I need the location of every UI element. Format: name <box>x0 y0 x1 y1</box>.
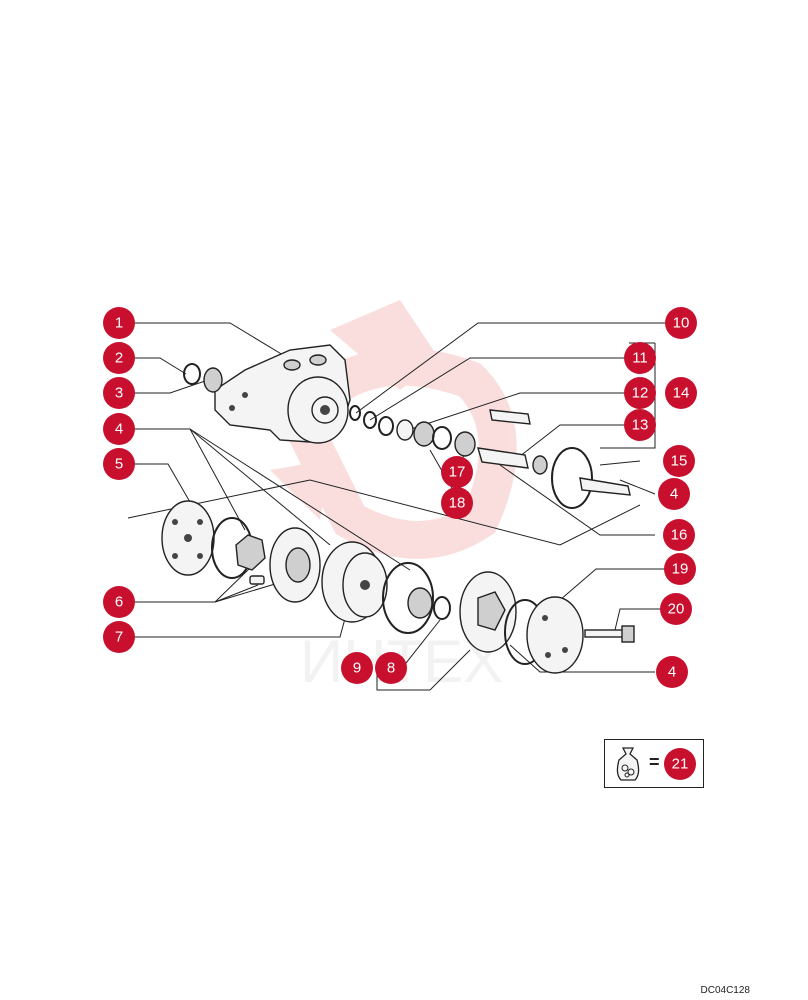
key-13 <box>489 409 531 425</box>
callout-21: 21 <box>664 748 696 780</box>
svg-text:16: 16 <box>671 527 688 544</box>
svg-text:13: 13 <box>632 417 649 434</box>
svg-text:9: 9 <box>353 660 361 677</box>
kit-legend: = 21 <box>604 739 704 788</box>
callout-16: 16 <box>663 519 695 551</box>
svg-text:12: 12 <box>632 385 649 402</box>
svg-text:1: 1 <box>115 315 123 332</box>
callout-5: 5 <box>103 448 135 480</box>
svg-text:14: 14 <box>673 385 690 402</box>
svg-text:8: 8 <box>387 660 395 677</box>
svg-text:18: 18 <box>449 495 466 512</box>
callout-9: 9 <box>341 652 373 684</box>
callout-19: 19 <box>664 553 696 585</box>
callout-4: 4 <box>103 413 135 445</box>
spacer-9 <box>407 587 433 619</box>
callout-12: 12 <box>624 377 656 409</box>
o-ring-2 <box>183 363 201 385</box>
seal-stack <box>349 405 476 457</box>
svg-text:3: 3 <box>115 385 123 402</box>
svg-text:7: 7 <box>115 629 123 646</box>
svg-text:17: 17 <box>449 464 466 481</box>
callout-4-right: 4 <box>658 478 690 510</box>
svg-text:4: 4 <box>670 486 678 503</box>
callout-14: 14 <box>665 377 697 409</box>
drawing-code: DC04C128 <box>700 985 750 996</box>
svg-text:19: 19 <box>672 561 689 578</box>
o-ring-8 <box>433 596 451 620</box>
callout-17: 17 <box>441 456 473 488</box>
svg-text:15: 15 <box>671 453 688 470</box>
cardan-shaft-15 <box>579 477 631 496</box>
drive-shaft-16 <box>477 447 529 469</box>
svg-text:10: 10 <box>673 315 690 332</box>
svg-text:5: 5 <box>115 456 123 473</box>
callout-1: 1 <box>103 307 135 339</box>
callout-6: 6 <box>103 586 135 618</box>
svg-text:4: 4 <box>115 421 123 438</box>
callout-4-bottom: 4 <box>656 656 688 688</box>
callout-20: 20 <box>660 593 692 625</box>
svg-text:2: 2 <box>115 350 123 367</box>
bearing-3 <box>203 367 223 393</box>
callout-3: 3 <box>103 377 135 409</box>
callout-7: 7 <box>103 621 135 653</box>
kit-bag-icon <box>616 747 640 781</box>
end-plate-5 <box>161 500 215 576</box>
callout-11: 11 <box>624 342 656 374</box>
callout-10: 10 <box>665 307 697 339</box>
o-ring-4-top <box>551 447 593 509</box>
svg-text:20: 20 <box>668 601 685 618</box>
end-cover-19 <box>526 596 584 674</box>
svg-text:21: 21 <box>672 756 689 773</box>
svg-text:6: 6 <box>115 594 123 611</box>
motor-housing <box>214 344 351 444</box>
callout-8: 8 <box>375 652 407 684</box>
legend-equals: = <box>649 752 660 772</box>
callout-18: 18 <box>441 487 473 519</box>
bolt-20 <box>584 625 635 643</box>
callout-13: 13 <box>624 409 656 441</box>
callout-2: 2 <box>103 342 135 374</box>
svg-text:11: 11 <box>632 350 648 367</box>
star-gear-6 <box>235 534 266 571</box>
svg-text:4: 4 <box>668 664 676 681</box>
callout-15: 15 <box>663 445 695 477</box>
